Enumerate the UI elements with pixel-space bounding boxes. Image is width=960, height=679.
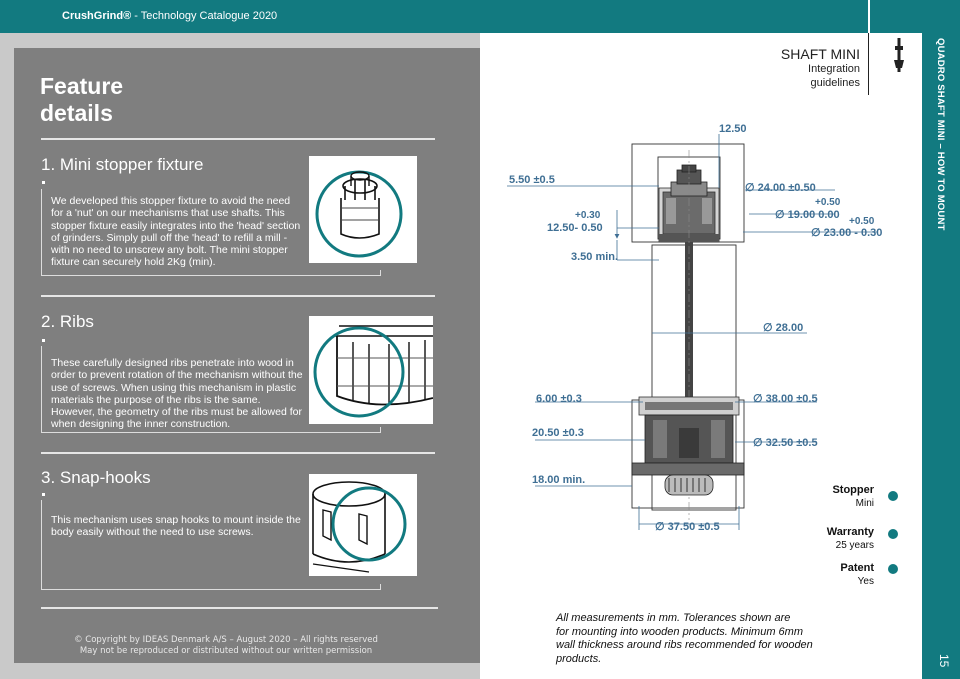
section-title-snaphooks: 3. Snap-hooks <box>41 468 151 487</box>
drawing-subtitle-line2: guidelines <box>810 77 860 89</box>
dim-label: +0.50 <box>815 197 841 208</box>
panel-title-line2: details <box>40 100 113 126</box>
drawing-subtitle-line1: Integration <box>808 63 860 75</box>
drawing-title-block: SHAFT MINI Integration guidelines <box>781 46 860 90</box>
dim-label: +0.50 <box>849 216 875 227</box>
dim-label: 20.50 ±0.3 <box>532 427 584 439</box>
spec-dot-icon <box>888 491 898 501</box>
section-text-ribs: These carefully designed ribs penetrate … <box>51 357 303 431</box>
section-bullet <box>42 493 45 496</box>
section-title-stopper: 1. Mini stopper fixture <box>41 155 204 174</box>
text-line: materials the purpose of the ribs is the… <box>51 393 261 406</box>
dim-label: ∅ 19.00 0.00 <box>775 209 840 221</box>
divider <box>41 138 435 140</box>
copyright-line1: © Copyright by IDEAS Denmark A/S – Augus… <box>74 635 378 645</box>
note-line: wall thickness around ribs recommended f… <box>556 639 813 652</box>
panel-title: Feature details <box>40 73 123 127</box>
dim-label: 3.50 min. <box>571 251 618 263</box>
text-line: stopper fixture easily integrates into t… <box>51 219 301 232</box>
header-divider <box>868 0 870 33</box>
copyright-line2: May not be reproduced or distributed wit… <box>79 646 373 656</box>
ribs-image <box>309 316 433 424</box>
side-tab-label: QUADRO SHAFT MINI – HOW TO MOUNT <box>935 38 946 231</box>
spec-value: Mini <box>855 498 874 509</box>
spec-value: 25 years <box>835 540 874 551</box>
box-corner-tick <box>380 584 381 590</box>
dim-label: ∅ 28.00 <box>763 322 803 334</box>
dimension-labels: 12.50 5.50 ±0.5 +0.30 12.50- 0.50 3.50 m… <box>509 123 882 533</box>
dim-label: 12.50- 0.50 <box>547 222 603 234</box>
panel-title-line1: Feature <box>40 73 124 99</box>
drawing-title: SHAFT MINI <box>780 46 860 62</box>
section-bullet <box>42 339 45 342</box>
stopper-fixture-image <box>309 156 417 263</box>
dim-label: 5.50 ±0.5 <box>509 174 555 186</box>
box-corner-tick <box>380 270 381 276</box>
technical-drawing: 12.50 5.50 ±0.5 +0.30 12.50- 0.50 3.50 m… <box>507 123 882 533</box>
divider <box>41 295 435 297</box>
spec-dot-icon <box>888 529 898 539</box>
text-line: fixture can securely hold 2Kg (min). <box>51 256 216 269</box>
dim-label: 18.00 min. <box>532 474 585 486</box>
section-box <box>41 346 380 433</box>
dim-label: ∅ 37.50 ±0.5 <box>655 521 720 533</box>
spec-label: Stopper <box>832 484 874 496</box>
page-number: 15 <box>937 654 951 668</box>
ribs-illustration <box>313 325 433 418</box>
divider <box>41 452 435 454</box>
copyright: © Copyright by IDEAS Denmark A/S – Augus… <box>0 635 452 657</box>
text-line: use of screws. When using this mechanism… <box>51 381 297 394</box>
note-line: All measurements in mm. Tolerances shown… <box>556 612 791 624</box>
text-line: This mechanism uses snap hooks to mount … <box>51 514 301 526</box>
spec-value: Yes <box>857 576 874 587</box>
text-line: of grinders. Simply pull off the 'head' … <box>51 231 288 244</box>
spec-label: Patent <box>840 562 874 574</box>
box-corner-tick <box>380 427 381 433</box>
dim-label: ∅ 24.00 ±0.50 <box>745 182 816 194</box>
grinder-mechanism <box>631 396 745 496</box>
catalogue-name: - Technology Catalogue 2020 <box>131 10 278 22</box>
dim-label: ∅ 23.00 - 0.30 <box>811 227 882 239</box>
note-line: products. <box>556 652 602 665</box>
shaft-mini-icon <box>893 38 905 77</box>
text-line: However, the geometry of the ribs must b… <box>51 406 302 419</box>
brand-name: CrushGrind® <box>62 10 132 22</box>
text-line: with no need to unscrew any bolt. The mi… <box>51 244 288 257</box>
divider <box>41 607 438 609</box>
text-line: These carefully designed ribs penetrate … <box>51 357 294 369</box>
note-line: for mounting into wooden products. Minim… <box>556 625 803 638</box>
measurement-note: All measurements in mm. Tolerances shown… <box>556 612 846 666</box>
dim-label: ∅ 32.50 ±0.5 <box>753 437 818 449</box>
snap-hooks-image <box>309 474 417 576</box>
header-bar <box>0 0 960 33</box>
dimension-lines <box>507 134 877 530</box>
section-bullet <box>42 181 45 184</box>
spec-dot-icon <box>888 564 898 574</box>
text-line: for a 'nut' on our mechanisms that use s… <box>51 207 285 220</box>
spec-stopper: Stopper Mini <box>832 484 874 509</box>
side-tab <box>922 33 960 679</box>
dim-label: ∅ 38.00 ±0.5 <box>753 393 818 405</box>
spec-patent: Patent Yes <box>840 562 874 587</box>
dim-label: 6.00 ±0.3 <box>536 393 582 405</box>
text-line: order to prevent rotation of the mechani… <box>51 369 303 382</box>
stopper-fixture-illustration <box>315 170 403 258</box>
text-line: when designing the inner construction. <box>51 418 231 431</box>
dim-label: 12.50 <box>719 123 747 135</box>
dim-label: +0.30 <box>575 210 601 221</box>
text-line: body easily without the need to use scre… <box>51 526 254 539</box>
section-text-snaphooks: This mechanism uses snap hooks to mount … <box>51 514 301 539</box>
spec-warranty: Warranty 25 years <box>827 526 874 551</box>
title-divider <box>868 33 869 95</box>
text-line: We developed this stopper fixture to avo… <box>51 195 291 207</box>
snap-hooks-illustration <box>312 481 407 573</box>
head-mechanism <box>658 164 720 243</box>
section-text-stopper: We developed this stopper fixture to avo… <box>51 195 300 269</box>
section-title-ribs: 2. Ribs <box>41 312 94 331</box>
section-box <box>41 189 380 276</box>
section-box <box>41 500 380 590</box>
shaft <box>685 242 693 397</box>
spec-label: Warranty <box>826 526 874 538</box>
catalogue-title: CrushGrind® - Technology Catalogue 2020 <box>62 10 277 22</box>
